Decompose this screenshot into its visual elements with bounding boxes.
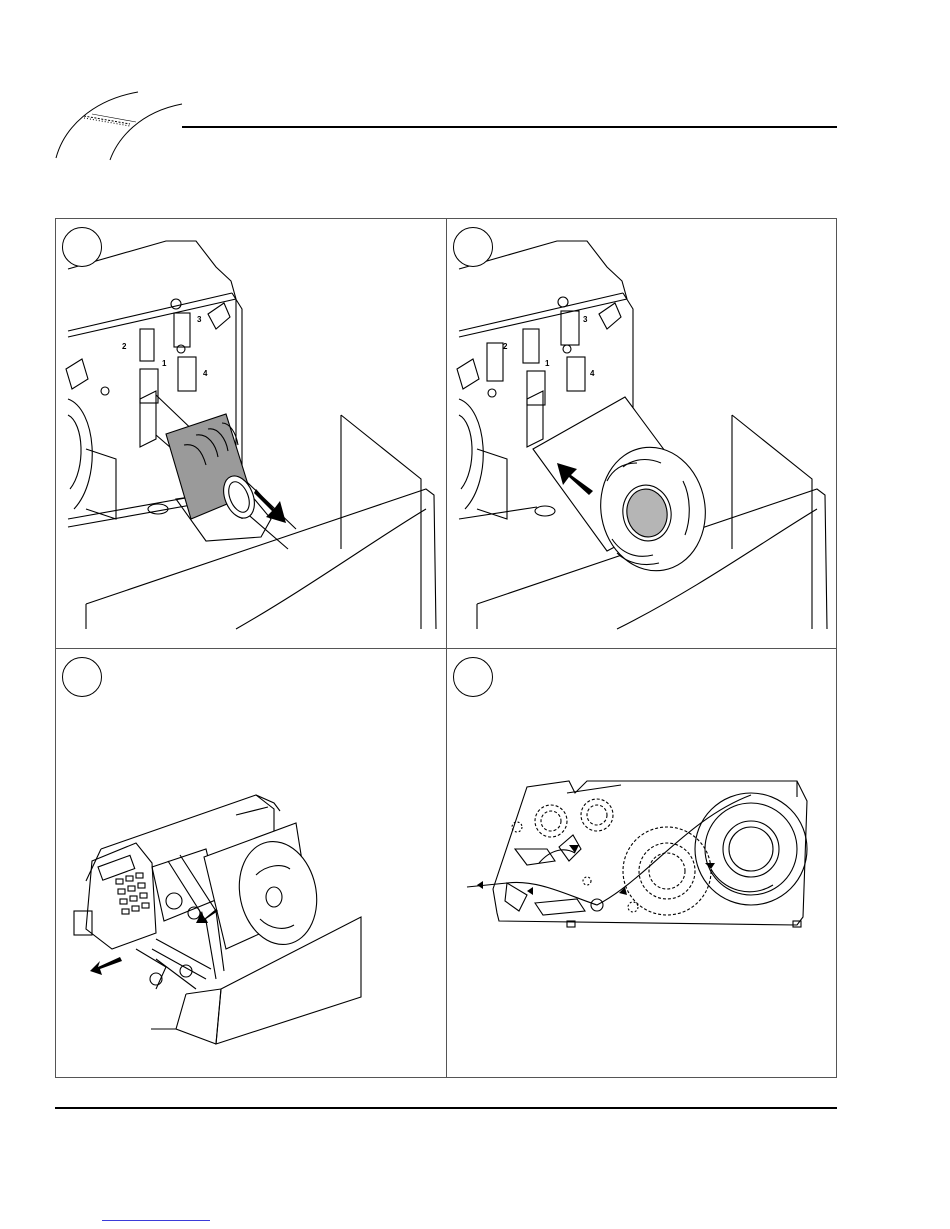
figure-step-4 — [447, 649, 837, 1078]
figure-step-1: 2 1 3 4 — [56, 219, 446, 648]
step-number-circle — [453, 657, 493, 697]
load-roll-illustration: 2 1 3 4 — [447, 219, 837, 648]
figure-step-2: 2 1 3 4 — [447, 219, 837, 648]
header-rule — [182, 126, 837, 128]
slot-label-1: 1 — [162, 359, 167, 368]
brand-logo-icon — [52, 88, 187, 163]
step-number-circle — [453, 227, 493, 267]
media-path-illustration — [447, 649, 837, 1078]
footer-rule — [55, 1107, 837, 1109]
slot-label-2: 2 — [122, 342, 127, 351]
step-number-circle — [62, 227, 102, 267]
slot-label-1: 1 — [545, 359, 550, 368]
printer-loaded-illustration — [56, 649, 446, 1078]
figure-step-3 — [56, 649, 446, 1078]
slot-label-3: 3 — [197, 315, 202, 324]
slot-label-2: 2 — [503, 342, 508, 351]
figure-grid: 2 1 3 4 — [55, 218, 837, 1078]
footer-link-underline — [102, 1220, 210, 1221]
step-number-circle — [62, 657, 102, 697]
slot-label-3: 3 — [583, 315, 588, 324]
remove-core-illustration: 2 1 3 4 — [56, 219, 446, 648]
slot-label-4: 4 — [590, 369, 595, 378]
slot-label-4: 4 — [203, 369, 208, 378]
